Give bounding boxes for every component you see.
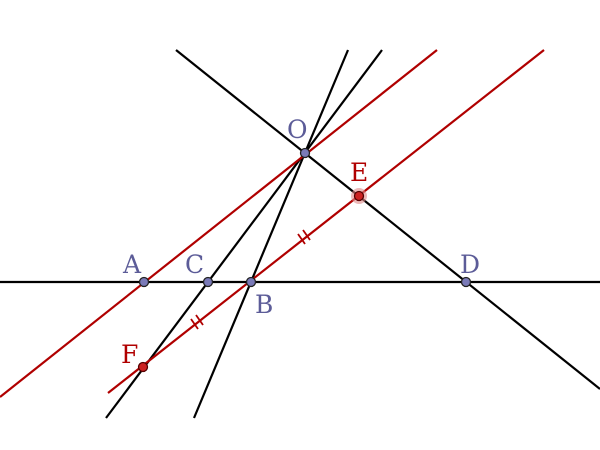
line-FE [107, 49, 545, 394]
label-F: F [121, 340, 138, 369]
label-C: C [185, 250, 204, 279]
line-OC [105, 49, 383, 419]
label-O: O [287, 115, 308, 144]
label-E: E [350, 158, 368, 187]
tick-mark-BE [297, 229, 311, 245]
label-A: A [122, 250, 142, 279]
point-O[interactable] [299, 147, 311, 159]
point-F[interactable] [137, 361, 149, 373]
point-A[interactable] [138, 276, 150, 288]
point-D[interactable] [460, 276, 472, 288]
point-C[interactable] [202, 276, 214, 288]
tick-mark-FB [190, 314, 204, 330]
line-OB [192, 49, 350, 419]
line-AO [0, 49, 438, 398]
line-OD [175, 49, 600, 390]
label-B: B [255, 290, 273, 319]
point-B[interactable] [245, 276, 257, 288]
point-E[interactable] [353, 190, 365, 202]
label-D: D [460, 250, 480, 279]
